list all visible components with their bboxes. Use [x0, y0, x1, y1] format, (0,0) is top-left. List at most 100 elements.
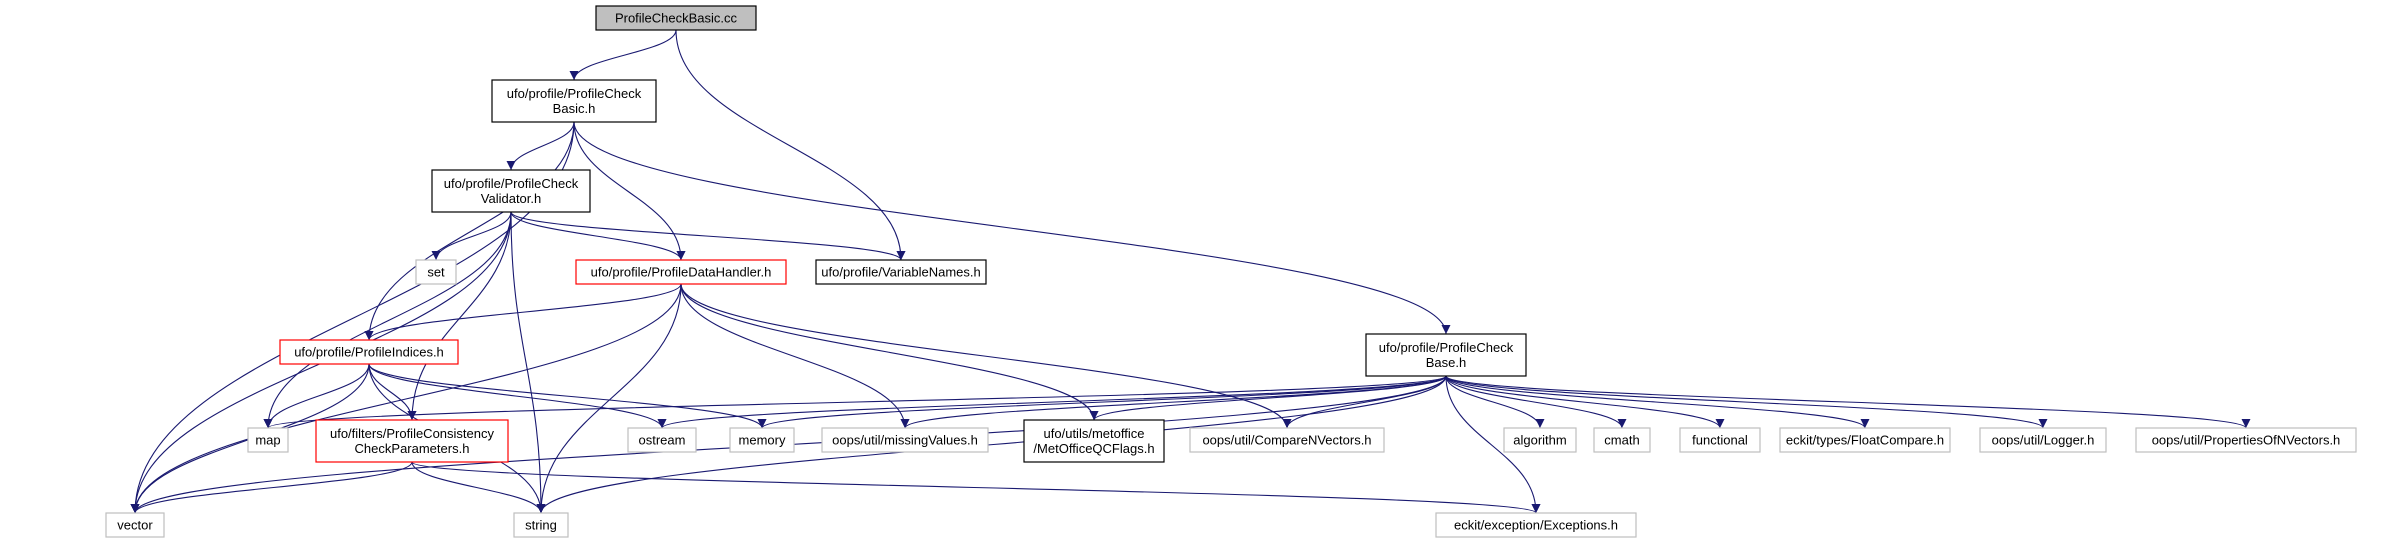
include-edge-base-to-propsof: [1445, 375, 2251, 429]
node-box: [815, 259, 987, 285]
node-algorithm: algorithm: [1503, 427, 1577, 453]
include-edge-handler-to-indices: [364, 283, 682, 341]
node-varnames[interactable]: ufo/profile/VariableNames.h: [815, 259, 987, 285]
node-vector: vector: [105, 512, 165, 538]
node-basic[interactable]: ufo/profile/ProfileCheckBasic.h: [491, 79, 657, 123]
node-label-line: oops/util/PropertiesOfNVectors.h: [2152, 433, 2341, 448]
node-box: [491, 79, 657, 123]
include-edge-base-to-cmath: [1445, 375, 1627, 429]
include-edge-handler-to-comparen: [680, 283, 1292, 429]
node-box: [1679, 427, 1761, 453]
node-label-line: ProfileCheckBasic.cc: [615, 11, 738, 26]
node-label-line: set: [427, 265, 445, 280]
node-map: map: [247, 427, 289, 453]
node-label-line: ufo/filters/ProfileConsistency: [330, 426, 495, 441]
node-box: [1365, 333, 1527, 377]
include-edge-validator-to-handler: [510, 211, 686, 261]
node-label-line: ostream: [639, 433, 686, 448]
include-edge-validator-to-string: [510, 211, 546, 514]
node-box: [415, 259, 457, 285]
include-edge-indices-to-memory: [368, 363, 767, 429]
include-edge-consist-to-string: [411, 461, 546, 514]
node-label-line: ufo/profile/ProfileIndices.h: [294, 345, 444, 360]
include-edge-consist-to-exceptions: [411, 461, 1541, 514]
include-edge-base-to-string: [536, 375, 1447, 514]
node-box: [1503, 427, 1577, 453]
include-edge-root-to-varnames: [675, 29, 906, 261]
node-box: [247, 427, 289, 453]
include-edge-consist-to-vector: [130, 461, 413, 514]
node-propsof: oops/util/PropertiesOfNVectors.h: [2135, 427, 2357, 453]
node-label-line: map: [255, 433, 280, 448]
node-comparen: oops/util/CompareNVectors.h: [1189, 427, 1385, 453]
node-exceptions: eckit/exception/Exceptions.h: [1435, 512, 1637, 538]
node-label-line: vector: [117, 518, 153, 533]
node-box: [431, 169, 591, 213]
node-label-line: CheckParameters.h: [355, 441, 470, 456]
node-box: [1779, 427, 1951, 453]
node-box: [513, 512, 569, 538]
include-edge-validator-to-map: [263, 211, 512, 429]
node-label-line: Base.h: [1426, 355, 1466, 370]
node-label-line: oops/util/missingValues.h: [832, 433, 978, 448]
node-box: [1593, 427, 1651, 453]
node-string: string: [513, 512, 569, 538]
nodes-layer: ProfileCheckBasic.cc ufo/profile/ProfileC…: [105, 5, 2357, 538]
node-label-line: eckit/exception/Exceptions.h: [1454, 518, 1618, 533]
node-label-line: ufo/profile/ProfileCheck: [507, 86, 642, 101]
node-handler[interactable]: ufo/profile/ProfileDataHandler.h: [575, 259, 787, 285]
include-edge-base-to-logger: [1445, 375, 2048, 429]
node-root[interactable]: ProfileCheckBasic.cc: [595, 5, 757, 31]
node-label-line: ufo/utils/metoffice: [1044, 426, 1145, 441]
include-edge-validator-to-varnames: [510, 211, 906, 261]
node-box: [1189, 427, 1385, 453]
include-edge-root-to-basic: [569, 29, 677, 81]
include-edge-handler-to-metoffice: [680, 283, 1099, 421]
node-box: [105, 512, 165, 538]
include-edge-basic-to-validator: [506, 121, 575, 171]
include-edge-indices-to-map: [263, 363, 370, 429]
node-label-line: string: [525, 518, 557, 533]
node-logger: oops/util/Logger.h: [1979, 427, 2107, 453]
include-edge-base-to-ostream: [657, 375, 1447, 429]
node-box: [1979, 427, 2107, 453]
include-edge-base-to-functional: [1445, 375, 1725, 429]
include-edge-base-to-metoffice: [1089, 375, 1447, 421]
node-box: [821, 427, 989, 453]
node-ostream: ostream: [627, 427, 697, 453]
node-box: [1435, 512, 1637, 538]
node-label-line: memory: [739, 433, 786, 448]
node-box: [2135, 427, 2357, 453]
include-edge-basic-to-base: [573, 121, 1451, 335]
node-box: [729, 427, 795, 453]
include-edge-handler-to-vector: [130, 283, 682, 514]
include-edge-handler-to-string: [536, 283, 682, 514]
node-floatcmp: eckit/types/FloatCompare.h: [1779, 427, 1951, 453]
node-metoffice[interactable]: ufo/utils/metoffice/MetOfficeQCFlags.h: [1023, 419, 1165, 463]
include-edge-basic-to-indices: [364, 121, 575, 341]
node-label-line: algorithm: [1513, 433, 1566, 448]
include-edge-validator-to-set: [431, 211, 512, 261]
include-edge-base-to-memory: [757, 375, 1447, 429]
node-set: set: [415, 259, 457, 285]
include-edge-base-to-floatcmp: [1445, 375, 1870, 429]
node-functional: functional: [1679, 427, 1761, 453]
include-edge-handler-to-missing: [680, 283, 910, 429]
node-label-line: Validator.h: [481, 191, 541, 206]
node-consist[interactable]: ufo/filters/ProfileConsistencyCheckParam…: [315, 419, 509, 463]
node-label-line: ufo/profile/ProfileCheck: [1379, 340, 1514, 355]
node-label-line: oops/util/Logger.h: [1992, 433, 2095, 448]
edges-layer: [130, 29, 2251, 514]
include-edge-indices-to-consist: [368, 363, 417, 421]
node-box: [279, 339, 459, 365]
node-box: [627, 427, 697, 453]
node-label-line: eckit/types/FloatCompare.h: [1786, 433, 1944, 448]
node-label-line: functional: [1692, 433, 1748, 448]
node-indices[interactable]: ufo/profile/ProfileIndices.h: [279, 339, 459, 365]
include-edge-base-to-algorithm: [1445, 375, 1545, 429]
include-edge-indices-to-ostream: [368, 363, 667, 429]
node-label-line: /MetOfficeQCFlags.h: [1033, 441, 1154, 456]
